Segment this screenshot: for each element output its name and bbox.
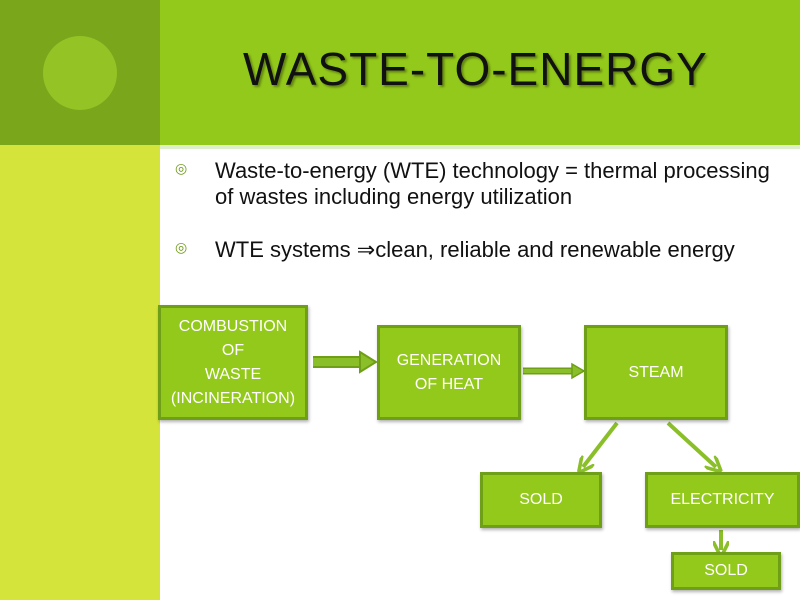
sold-steam-label: SOLD <box>519 491 563 508</box>
title-divider <box>160 145 800 149</box>
steam-label: STEAM <box>628 363 684 381</box>
bullet-text: Waste-to-energy (WTE) technology = therm… <box>215 158 770 209</box>
sold-electricity-label: SOLD <box>704 562 748 579</box>
steam-box: STEAM <box>584 325 728 420</box>
combustion-label: COMBUSTION OF WASTE (INCINERATION) <box>170 317 296 407</box>
generation-label: GENERATION OF HEAT <box>396 351 502 393</box>
decorative-circle <box>43 36 117 110</box>
slide-title: WASTE-TO-ENERGY <box>243 43 708 95</box>
electricity-box: ELECTRICITY <box>645 472 800 528</box>
arrow-combustion-to-generation <box>313 350 378 374</box>
left-band-bottom <box>0 145 160 600</box>
sold-electricity-box: SOLD <box>671 552 781 590</box>
ring-bullet-icon: ◎ <box>175 239 188 255</box>
ring-bullet-icon: ◎ <box>175 160 188 176</box>
combustion-box: COMBUSTION OF WASTE (INCINERATION) <box>158 305 308 420</box>
sold-steam-box: SOLD <box>480 472 602 528</box>
title-bar <box>160 0 800 145</box>
electricity-label: ELECTRICITY <box>670 491 775 508</box>
generation-of-heat-box: GENERATION OF HEAT <box>377 325 521 420</box>
bullet-text: WTE systems ⇒clean, reliable and renewab… <box>215 237 735 262</box>
arrow-steam-to-sold <box>583 421 619 467</box>
arrow-steam-to-electricity <box>666 421 716 467</box>
arrow-generation-to-steam <box>523 362 586 380</box>
